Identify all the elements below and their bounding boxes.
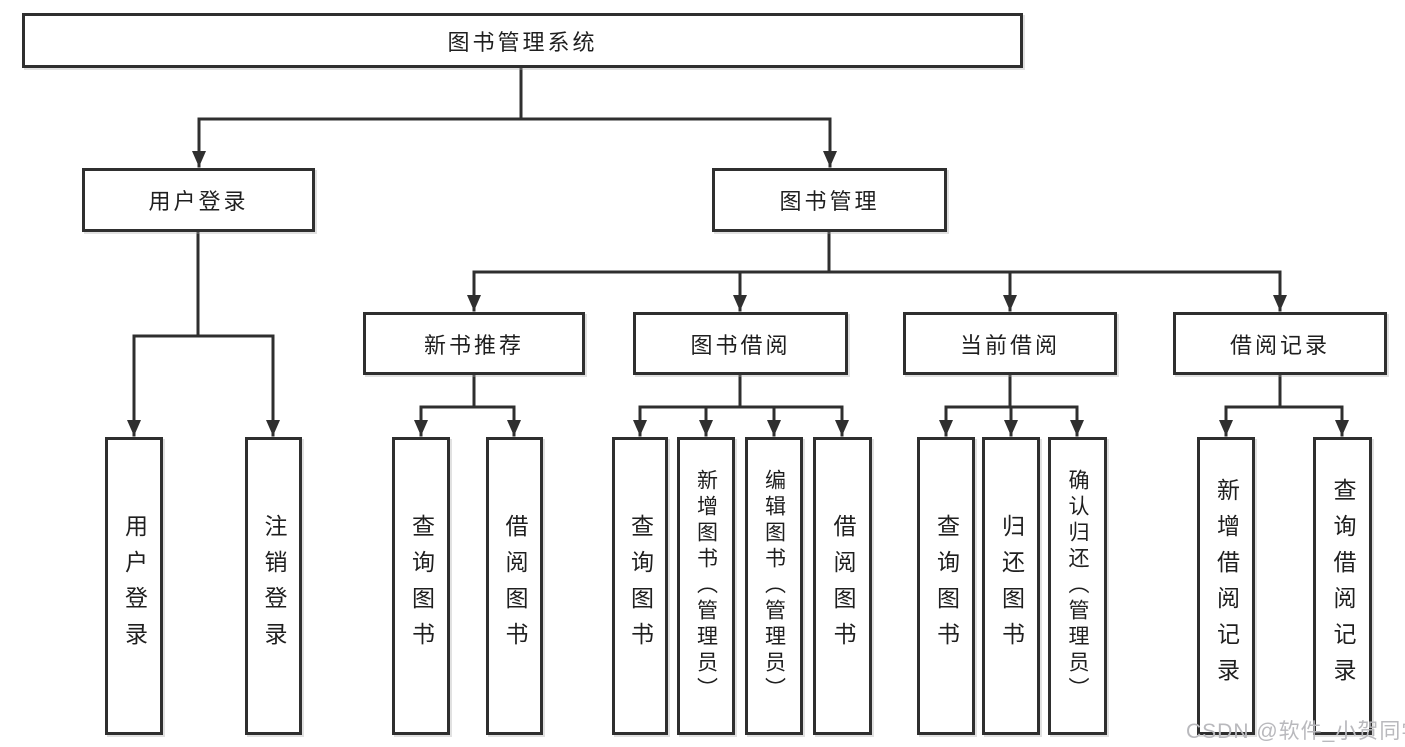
- leaf-add-book-admin: 新增图书（管理员）: [677, 437, 735, 735]
- leaf-confirm-return-admin: 确认归还（管理员）: [1048, 437, 1107, 735]
- leaf-edit-book-admin: 编辑图书（管理员）: [745, 437, 803, 735]
- node-label: 当前借阅: [959, 332, 1060, 358]
- node-current-borrow: 当前借阅: [903, 312, 1117, 375]
- leaf-logout: 注销登录: [245, 437, 302, 735]
- leaf-query-book-recommend: 查询图书: [392, 437, 450, 735]
- node-label: 借阅记录: [1229, 332, 1330, 358]
- node-label: 用户登录: [148, 189, 249, 214]
- node-label: 图书借阅: [690, 332, 791, 358]
- leaf-label: 借阅图书: [830, 514, 856, 658]
- leaf-label: 借阅图书: [502, 514, 528, 658]
- leaf-label: 查询图书: [627, 514, 654, 658]
- node-label: 图书管理: [779, 189, 880, 214]
- csdn-watermark: CSDN @软件_小贺同学: [1186, 720, 1405, 743]
- leaf-label: 注销登录: [261, 514, 287, 658]
- leaf-borrow-book-recommend: 借阅图书: [486, 437, 543, 735]
- node-book-management: 图书管理: [712, 168, 947, 232]
- node-borrow-records: 借阅记录: [1173, 312, 1387, 375]
- leaf-label: 归还图书: [998, 514, 1025, 658]
- leaf-borrow-book: 借阅图书: [813, 437, 872, 735]
- leaf-label: 新增借阅记录: [1213, 478, 1240, 694]
- leaf-label: 查询图书: [408, 514, 435, 658]
- leaf-label: 确认归还（管理员）: [1066, 469, 1089, 703]
- leaf-label: 编辑图书（管理员）: [762, 469, 786, 703]
- node-label: 图书管理系统: [447, 29, 598, 55]
- leaf-label: 查询图书: [933, 514, 960, 658]
- node-label: 新书推荐: [423, 332, 524, 358]
- leaf-label: 新增图书（管理员）: [694, 469, 718, 703]
- leaf-query-borrow-record: 查询借阅记录: [1313, 437, 1372, 735]
- leaf-query-book-current: 查询图书: [917, 437, 975, 735]
- node-new-book-recommend: 新书推荐: [363, 312, 585, 375]
- leaf-label: 用户登录: [121, 514, 148, 658]
- leaf-label: 查询借阅记录: [1330, 478, 1356, 694]
- leaf-user-login: 用户登录: [105, 437, 163, 735]
- leaf-query-book-borrow: 查询图书: [612, 437, 668, 735]
- leaf-add-borrow-record: 新增借阅记录: [1197, 437, 1255, 735]
- node-book-borrow: 图书借阅: [633, 312, 848, 375]
- node-book-management-system: 图书管理系统: [22, 13, 1023, 68]
- node-user-login: 用户登录: [82, 168, 315, 232]
- leaf-return-book: 归还图书: [982, 437, 1040, 735]
